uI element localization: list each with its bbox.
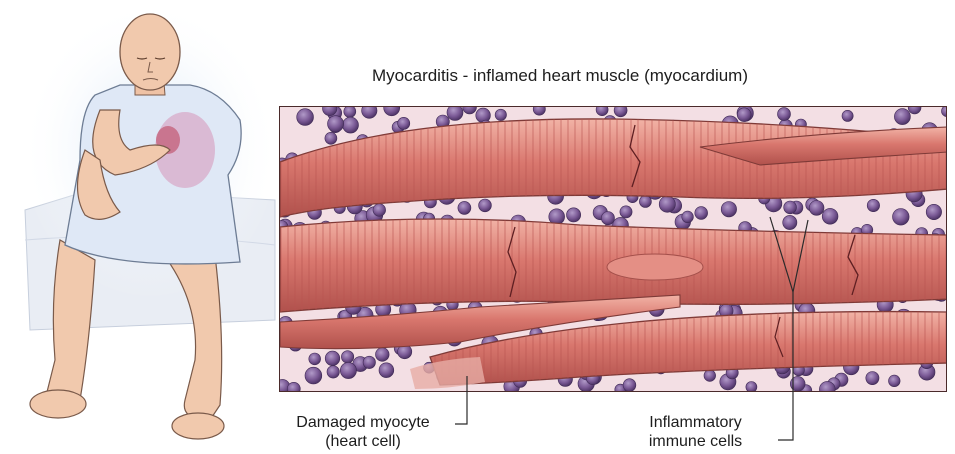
immune-cell: [463, 107, 477, 114]
immune-cells-label: Inflammatory immune cells: [618, 413, 773, 451]
immune-cell: [809, 201, 824, 216]
immune-cell: [942, 107, 948, 117]
immune-cell: [458, 201, 471, 214]
immune-cell: [287, 382, 300, 392]
immune-cell: [682, 211, 694, 223]
myocardium-panel: [279, 106, 947, 392]
foot-icon: [30, 390, 86, 418]
immune-cell: [704, 370, 716, 382]
immune-cell: [894, 109, 910, 125]
immune-cell: [737, 108, 751, 122]
immune-cell: [343, 117, 359, 133]
immune-cell: [297, 109, 314, 126]
immune-cell: [328, 116, 344, 132]
immune-cell: [362, 107, 377, 118]
figure-title: Myocarditis - inflamed heart muscle (myo…: [372, 66, 852, 86]
immune-cell: [601, 212, 614, 225]
immune-cell: [340, 362, 356, 378]
damaged-myocyte-label-line1: Damaged myocyte: [273, 413, 453, 432]
immune-cell: [325, 351, 340, 366]
immune-cell: [784, 201, 797, 214]
immune-cells-label-line2: immune cells: [618, 432, 773, 451]
immune-cell: [344, 107, 356, 118]
immune-cell: [495, 109, 506, 120]
damaged-myocyte-label-line2: (heart cell): [273, 432, 453, 451]
immune-cell: [842, 110, 853, 121]
immune-cell: [325, 132, 337, 144]
immune-cell: [866, 372, 879, 385]
immune-cell: [373, 204, 386, 217]
immune-cell: [659, 196, 675, 212]
immune-cell: [623, 379, 636, 392]
immune-cell: [479, 199, 492, 212]
immune-cell: [379, 363, 394, 378]
immune-cell: [567, 208, 581, 222]
immune-cell: [614, 107, 627, 117]
damaged-myocyte-label: Damaged myocyte (heart cell): [273, 413, 453, 451]
immune-cell: [822, 208, 838, 224]
immune-cell: [783, 215, 797, 229]
immune-cell: [893, 209, 910, 226]
immune-cell: [533, 107, 545, 115]
immune-cell: [305, 367, 322, 384]
immune-cell: [376, 348, 390, 362]
immune-cell: [867, 199, 879, 211]
immune-cell: [721, 202, 736, 217]
immune-cell: [341, 351, 353, 363]
immune-cells-label-line1: Inflammatory: [618, 413, 773, 432]
immune-cell: [695, 207, 708, 220]
immune-cell: [309, 353, 321, 365]
immune-cell: [746, 382, 757, 393]
immune-cell: [363, 356, 375, 368]
immune-cell: [384, 107, 400, 116]
immune-cell: [926, 204, 941, 219]
immune-cell: [447, 107, 463, 121]
immune-cell: [398, 117, 410, 129]
immune-cell: [327, 366, 339, 378]
immune-cell: [620, 206, 632, 218]
immune-cell: [908, 107, 921, 114]
immune-cell: [778, 108, 791, 121]
immune-cell: [790, 376, 805, 391]
immune-cell: [889, 375, 901, 387]
patient-illustration: [0, 0, 280, 454]
immune-cell: [596, 107, 608, 116]
